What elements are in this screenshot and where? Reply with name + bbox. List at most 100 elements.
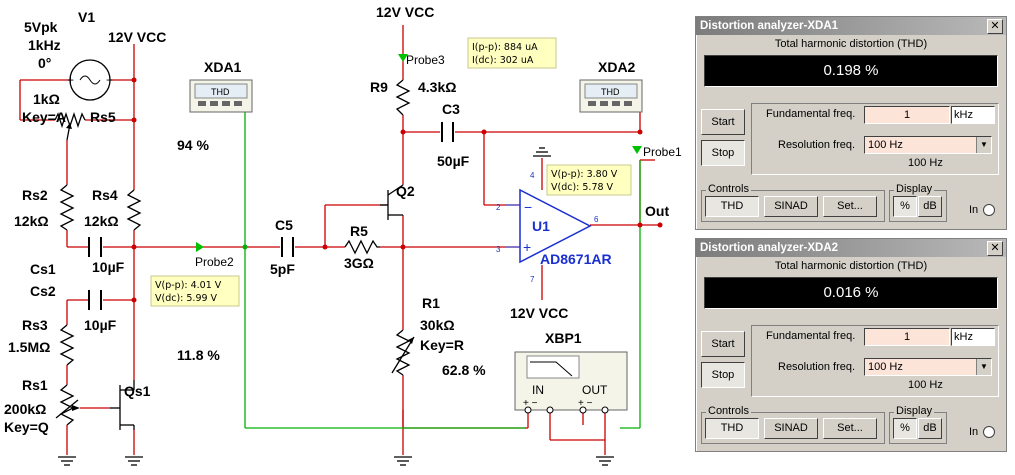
u1-part: AD8671AR	[540, 251, 612, 267]
settings-panel	[751, 103, 999, 175]
c3-capacitor[interactable]	[441, 122, 454, 142]
chevron-down-icon[interactable]: ▼	[976, 137, 991, 153]
fund-freq-label: Fundamental freq.	[766, 330, 856, 342]
schematic-canvas[interactable]: +− V1 5Vpk 1kHz 0° 12V VCC 1kΩ Key=A Rs5…	[0, 0, 690, 475]
fund-freq-unit[interactable]: kHz	[951, 106, 995, 124]
thd-button[interactable]: THD	[705, 418, 759, 439]
stop-button[interactable]: Stop	[701, 362, 745, 388]
probe1-tooltip: V(p-p): 3.80 V V(dc): 5.78 V	[546, 164, 632, 196]
sinad-button[interactable]: SINAD	[764, 418, 818, 439]
rs5-potentiometer[interactable]	[54, 111, 86, 141]
xbp1-out: OUT	[582, 383, 608, 397]
vcc-bottom: 12V VCC	[510, 305, 568, 321]
xda2-thd-label: THD	[601, 87, 620, 97]
analyzer-window-xda2[interactable]: Distortion analyzer-XDA2 ✕ Total harmoni…	[695, 238, 1007, 452]
svg-text:V(dc): 5.99 V: V(dc): 5.99 V	[155, 293, 218, 304]
r5-value: 3GΩ	[344, 255, 374, 271]
svg-text:−: −	[106, 73, 113, 87]
percent-button[interactable]: %	[893, 196, 917, 217]
thd-caption: Total harmonic distortion (THD)	[774, 260, 928, 272]
set-button[interactable]: Set...	[823, 196, 877, 217]
pin-3: 3	[496, 245, 501, 254]
start-button[interactable]: Start	[701, 109, 745, 135]
q2-name: Q2	[396, 183, 415, 199]
analyzer-window-xda1[interactable]: Distortion analyzer-XDA1 ✕ Total harmoni…	[695, 16, 1007, 230]
svg-text:V(p-p): 3.80 V: V(p-p): 3.80 V	[551, 169, 618, 180]
xbp1-bode-plotter[interactable]	[514, 351, 628, 411]
cs1-capacitor[interactable]	[88, 237, 102, 257]
u1-opamp[interactable]	[505, 188, 592, 264]
pin-2: 2	[496, 203, 501, 212]
q2-transistor[interactable]	[380, 184, 404, 220]
rs3-value: 1.5MΩ	[8, 339, 50, 355]
title-bar[interactable]: Distortion analyzer-XDA1 ✕	[696, 17, 1006, 35]
probe3-marker[interactable]	[398, 54, 408, 62]
sinad-button[interactable]: SINAD	[764, 196, 818, 217]
rs3-resistor[interactable]	[59, 324, 75, 366]
rs5-key: Key=A	[22, 109, 66, 125]
qs1-transistor[interactable]	[110, 380, 135, 430]
fund-freq-unit[interactable]: kHz	[951, 328, 995, 346]
r1-value: 30kΩ	[420, 317, 455, 333]
probe3-label: Probe3	[406, 53, 445, 67]
window-title: Distortion analyzer-XDA2	[700, 242, 839, 254]
title-bar[interactable]: Distortion analyzer-XDA2 ✕	[696, 239, 1006, 257]
res-freq-readout: 100 Hz	[908, 379, 943, 391]
set-button[interactable]: Set...	[823, 418, 877, 439]
rs4-resistor[interactable]	[126, 189, 142, 231]
rs5-value: 1kΩ	[33, 91, 60, 107]
svg-text:V(p-p): 4.01 V: V(p-p): 4.01 V	[155, 280, 222, 291]
svg-text:I(dc): 302 uA: I(dc): 302 uA	[472, 55, 534, 66]
fund-freq-input[interactable]: 1	[864, 328, 950, 346]
thd-button[interactable]: THD	[705, 196, 759, 217]
res-freq-value: 100 Hz	[868, 139, 903, 151]
c5-capacitor[interactable]	[281, 237, 294, 257]
xbp1-in-pm: + −	[523, 398, 538, 409]
r1-potentiometer[interactable]	[391, 329, 415, 376]
close-button[interactable]: ✕	[987, 241, 1003, 256]
rs1-potentiometer[interactable]	[55, 384, 80, 426]
rs2-resistor[interactable]	[59, 184, 75, 231]
rs1-name: Rs1	[22, 377, 48, 393]
r9-value: 4.3kΩ	[418, 79, 456, 95]
vcc-top-left: 12V VCC	[108, 29, 166, 45]
percent-button[interactable]: %	[893, 418, 917, 439]
xbp1-out-pm: + −	[578, 398, 593, 409]
red-wires	[19, 25, 660, 455]
svg-text:+: +	[67, 73, 74, 87]
res-freq-select[interactable]: 100 Hz ▼	[864, 358, 992, 376]
db-button[interactable]: dB	[918, 196, 942, 217]
xda1-instrument[interactable]	[189, 79, 253, 113]
svg-text:I(p-p): 884 uA: I(p-p): 884 uA	[472, 42, 538, 53]
start-button[interactable]: Start	[701, 331, 745, 357]
v1-phase: 0°	[38, 55, 51, 71]
r5-resistor[interactable]	[344, 239, 380, 255]
input-terminal-icon[interactable]	[983, 204, 995, 216]
qs1-name: Qs1	[124, 383, 151, 399]
v1-amp: 5Vpk	[24, 19, 58, 35]
fund-freq-input[interactable]: 1	[864, 106, 950, 124]
input-terminal-icon[interactable]	[983, 426, 995, 438]
probe2-marker[interactable]	[196, 242, 204, 252]
probe2-tooltip: V(p-p): 4.01 V V(dc): 5.99 V	[150, 275, 240, 307]
xbp1-in: IN	[532, 383, 544, 397]
chevron-down-icon[interactable]: ▼	[976, 359, 991, 375]
v1-freq: 1kHz	[28, 37, 61, 53]
display-label: Display	[894, 405, 935, 417]
db-button[interactable]: dB	[918, 418, 942, 439]
close-button[interactable]: ✕	[987, 19, 1003, 34]
green-wires	[244, 112, 641, 429]
r9-resistor[interactable]	[395, 79, 411, 116]
stop-button[interactable]: Stop	[701, 140, 745, 166]
cs1-name: Cs1	[30, 261, 56, 277]
probe3-tooltip: I(p-p): 884 uA I(dc): 302 uA	[467, 37, 557, 69]
xda2-instrument[interactable]	[579, 79, 643, 113]
rs2-name: Rs2	[22, 187, 48, 203]
c5-value: 5pF	[270, 261, 295, 277]
v1-source[interactable]: +−	[67, 59, 113, 101]
res-freq-select[interactable]: 100 Hz ▼	[864, 136, 992, 154]
cs2-capacitor[interactable]	[88, 290, 102, 310]
c5-name: C5	[275, 217, 293, 233]
r1-key: Key=R	[420, 337, 464, 353]
probe1-marker[interactable]	[632, 146, 642, 154]
